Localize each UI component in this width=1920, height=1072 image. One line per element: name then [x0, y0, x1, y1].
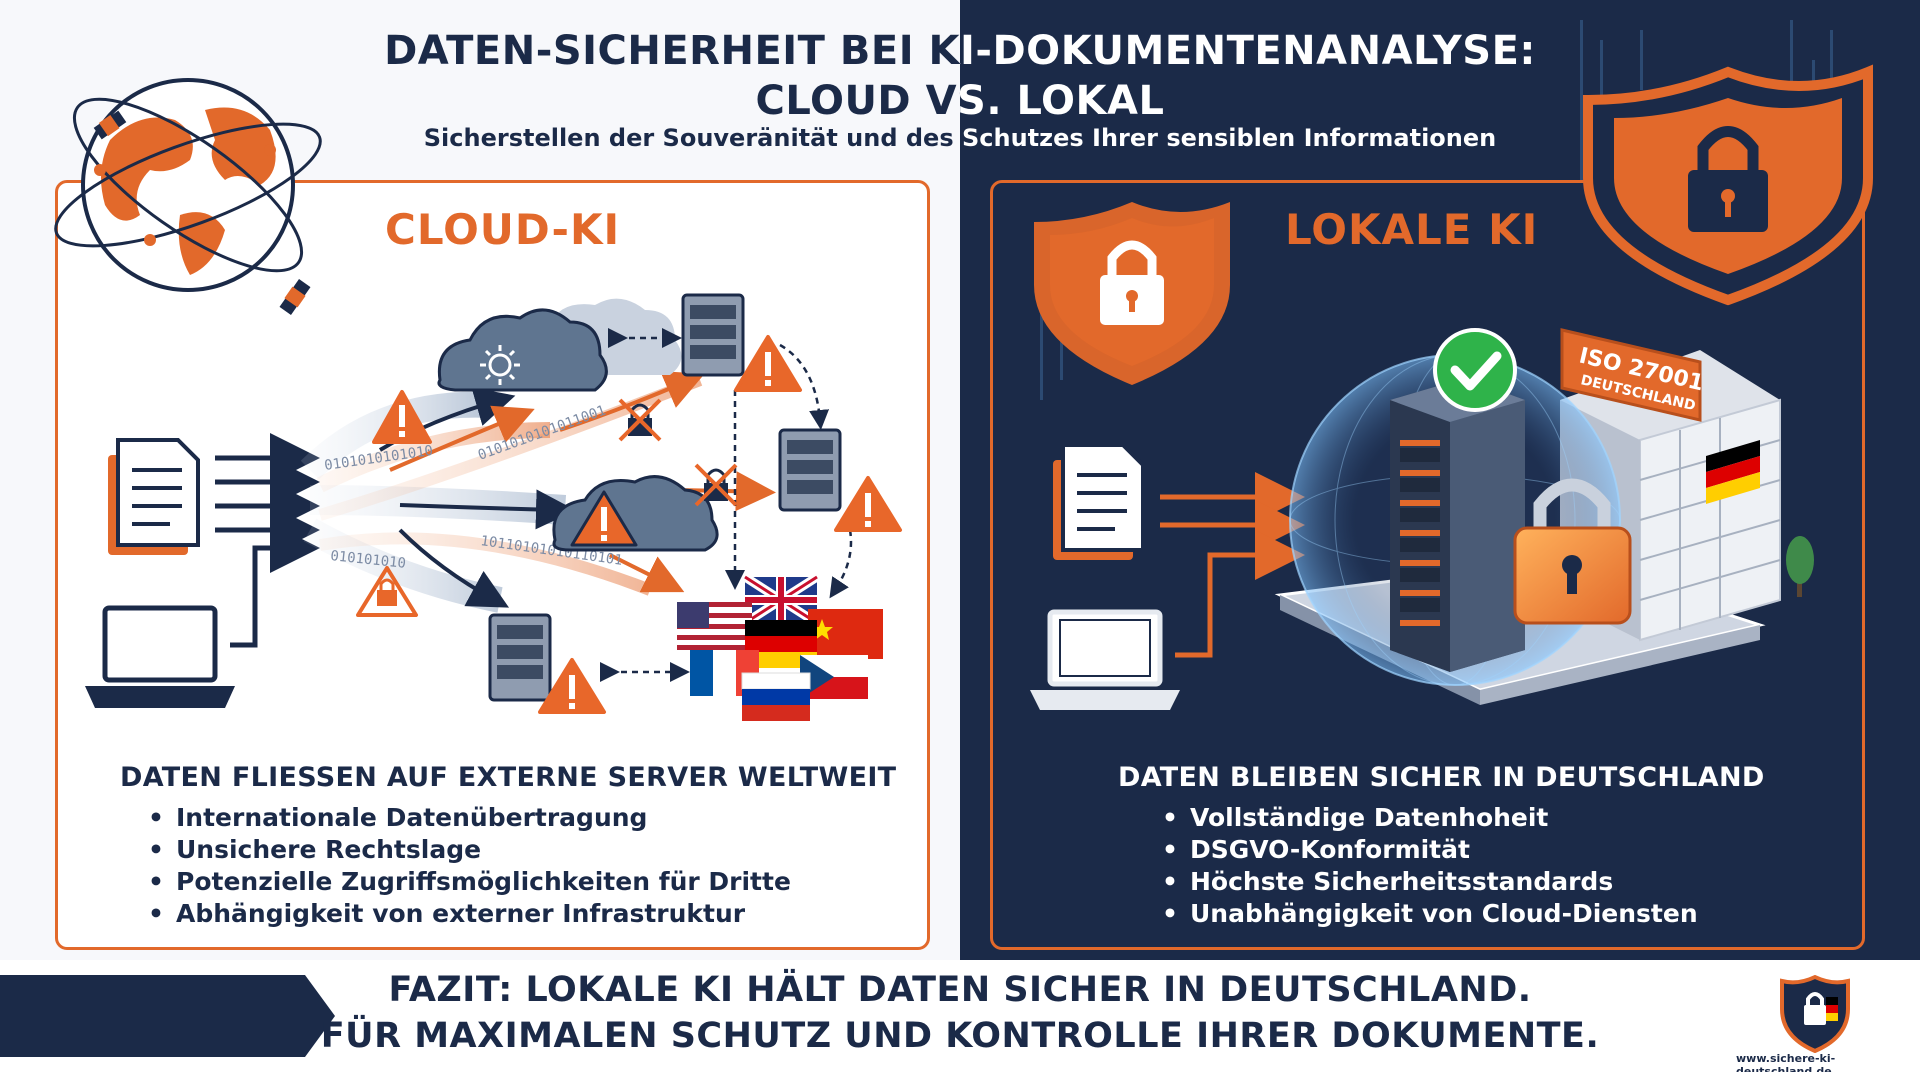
broken-lock-icon — [618, 398, 662, 442]
international-flags — [677, 573, 883, 721]
cloud-bullet-list: Internationale Datenübertragung Unsicher… — [148, 802, 791, 930]
cloud-icon — [437, 298, 682, 392]
lock-warning-icon — [356, 566, 418, 617]
document-icon — [1053, 443, 1145, 560]
local-bullet: Höchste Sicherheitsstandards — [1162, 866, 1698, 898]
padlock-icon — [1513, 478, 1632, 625]
flag-russia-icon — [741, 672, 811, 721]
flag-uk-icon — [742, 573, 820, 627]
flag-germany-icon — [1706, 440, 1760, 504]
footer-accent-band — [0, 975, 335, 1057]
cloud-heading: DATEN FLIESSEN AUF EXTERNE SERVER WELTWE… — [120, 762, 897, 793]
warning-icon — [570, 490, 638, 547]
flag-china-icon — [808, 609, 883, 659]
conclusion-line-2: FÜR MAXIMALEN SCHUTZ UND KONTROLLE IHRER… — [320, 1016, 1600, 1056]
server-icon — [681, 293, 745, 377]
warning-icon — [834, 476, 902, 532]
cloud-title: CLOUD-KI — [385, 205, 621, 254]
warning-icon — [538, 658, 606, 714]
local-illustration: ISO 27001 DEUTSCHLAND — [1030, 20, 1873, 710]
page-subtitle: Sicherstellen der Souveränität und des S… — [240, 124, 1680, 152]
laptop-icon — [1030, 609, 1180, 710]
flag-germany-icon — [745, 620, 817, 668]
server-icon — [778, 428, 842, 512]
satellite-icon — [279, 279, 311, 315]
dashed-connections — [600, 328, 853, 682]
local-heading: DATEN BLEIBEN SICHER IN DEUTSCHLAND — [1118, 762, 1765, 793]
server-tower — [1390, 378, 1525, 672]
globe-icon — [54, 78, 322, 315]
local-bullet: Unabhängigkeit von Cloud-Diensten — [1162, 898, 1698, 930]
cloud-illustration: 0101010101010 0101010101011001 101101010… — [54, 78, 902, 721]
flag-usa-icon — [677, 602, 752, 650]
local-bullet-list: Vollständige Datenhoheit DSGVO-Konformit… — [1162, 802, 1698, 930]
local-panel — [990, 180, 1865, 950]
server-icon — [488, 613, 552, 702]
brand-shield-icon — [1780, 975, 1850, 1053]
local-title: LOKALE KI — [1285, 205, 1539, 254]
flow-arrows — [378, 371, 776, 608]
shield-lock-icon — [1034, 202, 1230, 385]
cloud-bullet: Abhängigkeit von externer Infrastruktur — [148, 898, 791, 930]
shield-lock-large-icon — [1583, 64, 1873, 306]
tree-icon — [1786, 536, 1814, 597]
laptop-icon — [85, 605, 235, 708]
website-url[interactable]: www.sichere-ki-deutschland.de — [1736, 1052, 1836, 1072]
satellite-icon — [93, 110, 127, 140]
cloud-bullet: Potenzielle Zugriffsmöglichkeiten für Dr… — [148, 866, 791, 898]
broken-lock-icon — [694, 463, 738, 507]
cloud-bullet: Unsichere Rechtslage — [148, 834, 791, 866]
conclusion-line-1: FAZIT: LOKALE KI HÄLT DATEN SICHER IN DE… — [388, 970, 1532, 1010]
warning-icon — [372, 390, 432, 444]
warning-icon — [734, 335, 802, 392]
input-arrows — [215, 433, 320, 648]
input-arrows — [1160, 472, 1305, 658]
warning-icons — [356, 335, 902, 714]
local-bullet: Vollständige Datenhoheit — [1162, 802, 1698, 834]
binary-text-4: 010101010 — [330, 548, 407, 572]
cloud-bullet: Internationale Datenübertragung — [148, 802, 791, 834]
local-bullet: DSGVO-Konformität — [1162, 834, 1698, 866]
check-icon — [1433, 328, 1517, 412]
document-icon — [108, 438, 200, 555]
